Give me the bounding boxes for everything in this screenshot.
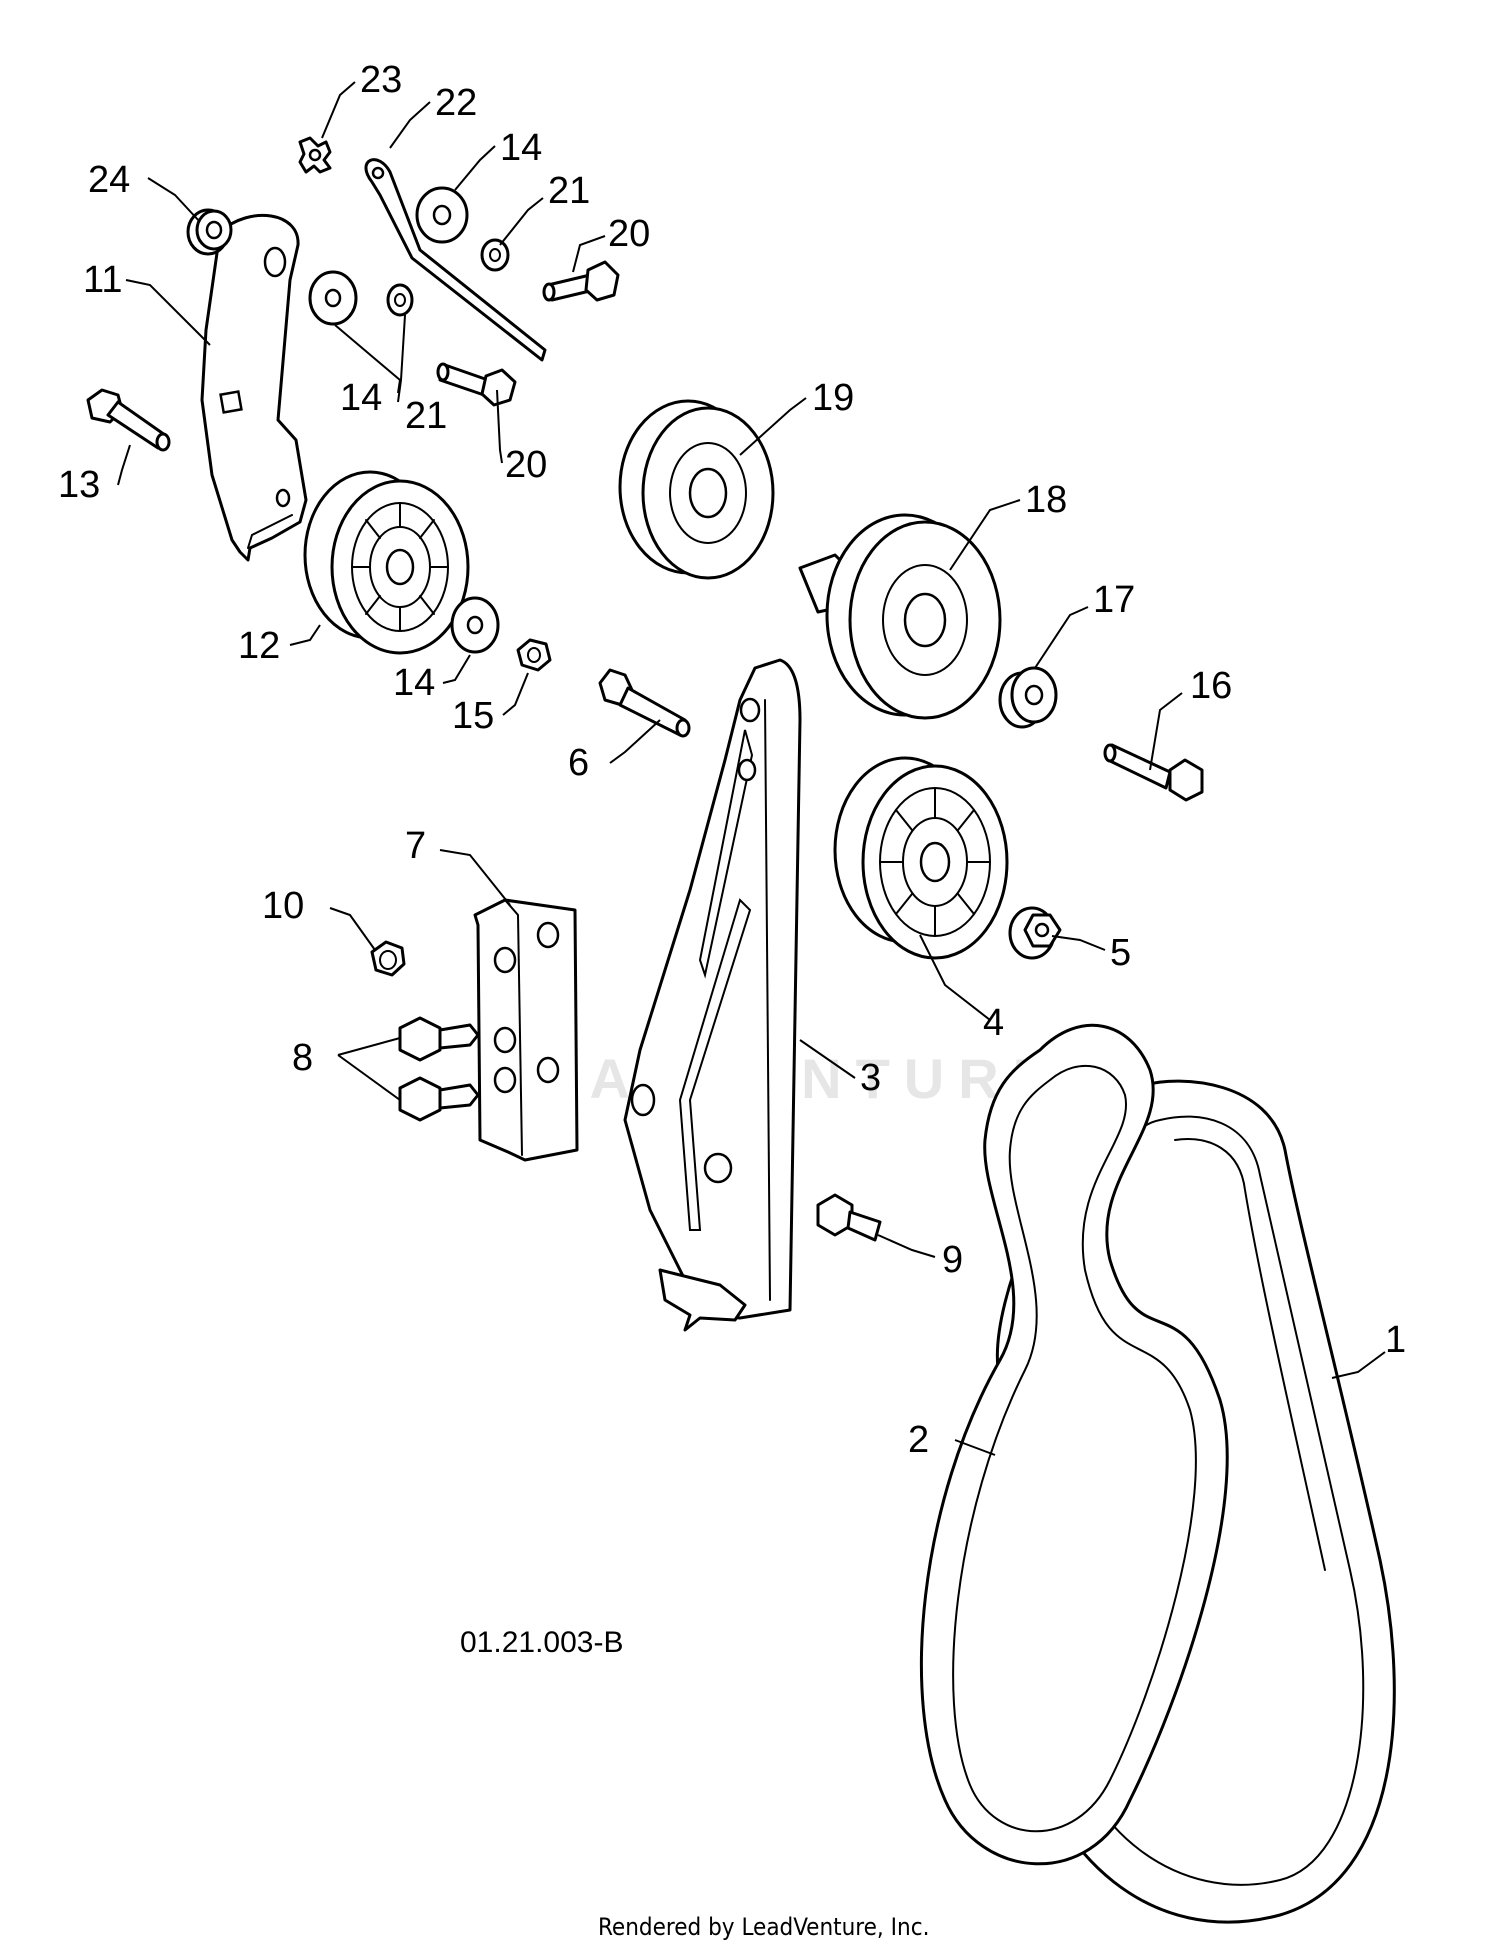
washer-14-mid [308, 270, 358, 326]
v-pulley-18 [798, 513, 1002, 720]
rod-22 [364, 158, 547, 362]
spacer-17 [998, 666, 1058, 729]
screw-8-lower [398, 1076, 480, 1122]
callout-10: 10 [262, 885, 304, 927]
idler-arm-11 [200, 213, 308, 562]
bolt-9 [816, 1193, 882, 1242]
bolt-6 [598, 668, 691, 738]
callouts: 1 2 3 4 5 6 7 8 9 10 11 12 13 14 14 14 1… [58, 59, 1406, 1461]
bracket-hole [739, 697, 761, 723]
nut-15 [516, 638, 552, 672]
callout-24: 24 [88, 159, 130, 201]
callout-21-top: 21 [548, 170, 590, 212]
callout-14-mid: 14 [340, 377, 382, 419]
callout-22: 22 [435, 82, 477, 124]
rendered-by-footer: Rendered by LeadVenture, Inc. [598, 1913, 929, 1941]
flange-nut-5 [1008, 906, 1062, 960]
bolt-13 [86, 388, 171, 452]
idler-bracket [623, 658, 802, 1332]
nut-10 [370, 940, 406, 977]
lock-washer-21-top [480, 238, 510, 272]
callout-18: 18 [1025, 479, 1067, 521]
washer-14-top [415, 186, 469, 244]
clip-23 [298, 136, 332, 174]
bolt-20-lower [436, 362, 517, 407]
bolt-16 [1103, 743, 1204, 802]
callout-11: 11 [83, 259, 122, 301]
callout-12: 12 [238, 625, 280, 667]
screw-8-upper [398, 1016, 480, 1062]
callout-20-top: 20 [608, 213, 650, 255]
washer-14-low [450, 596, 500, 654]
belt-2 [919, 1023, 1229, 1866]
callout-21-low: 21 [405, 395, 447, 437]
mounting-plate-7 [473, 898, 579, 1162]
lock-washer-21-low [386, 283, 414, 317]
bolt-20-upper [542, 260, 620, 302]
callout-23: 23 [360, 59, 402, 101]
diagram-reference-code: 01.21.003-B [460, 1626, 623, 1659]
callout-17: 17 [1093, 579, 1135, 621]
leader-lines [117, 81, 1386, 1456]
callout-6: 6 [568, 742, 589, 784]
callout-14-top: 14 [500, 127, 542, 169]
callout-2: 2 [908, 1419, 929, 1461]
callout-13: 13 [58, 464, 100, 506]
callout-1: 1 [1385, 1319, 1406, 1361]
callout-8: 8 [292, 1037, 313, 1079]
callout-4: 4 [983, 1002, 1004, 1044]
idler-pulley-4 [833, 756, 1009, 960]
callout-15: 15 [452, 695, 494, 737]
callout-20-low: 20 [505, 444, 547, 486]
callout-16: 16 [1190, 665, 1232, 707]
callout-3: 3 [860, 1057, 881, 1099]
idler-pulley-12 [303, 470, 470, 655]
callout-5: 5 [1110, 932, 1131, 974]
callout-7: 7 [405, 825, 426, 867]
callout-19: 19 [812, 377, 854, 419]
v-pulley-19 [618, 399, 775, 580]
callout-14-low: 14 [393, 662, 435, 704]
callout-9: 9 [942, 1239, 963, 1281]
bushing-24 [186, 208, 233, 256]
